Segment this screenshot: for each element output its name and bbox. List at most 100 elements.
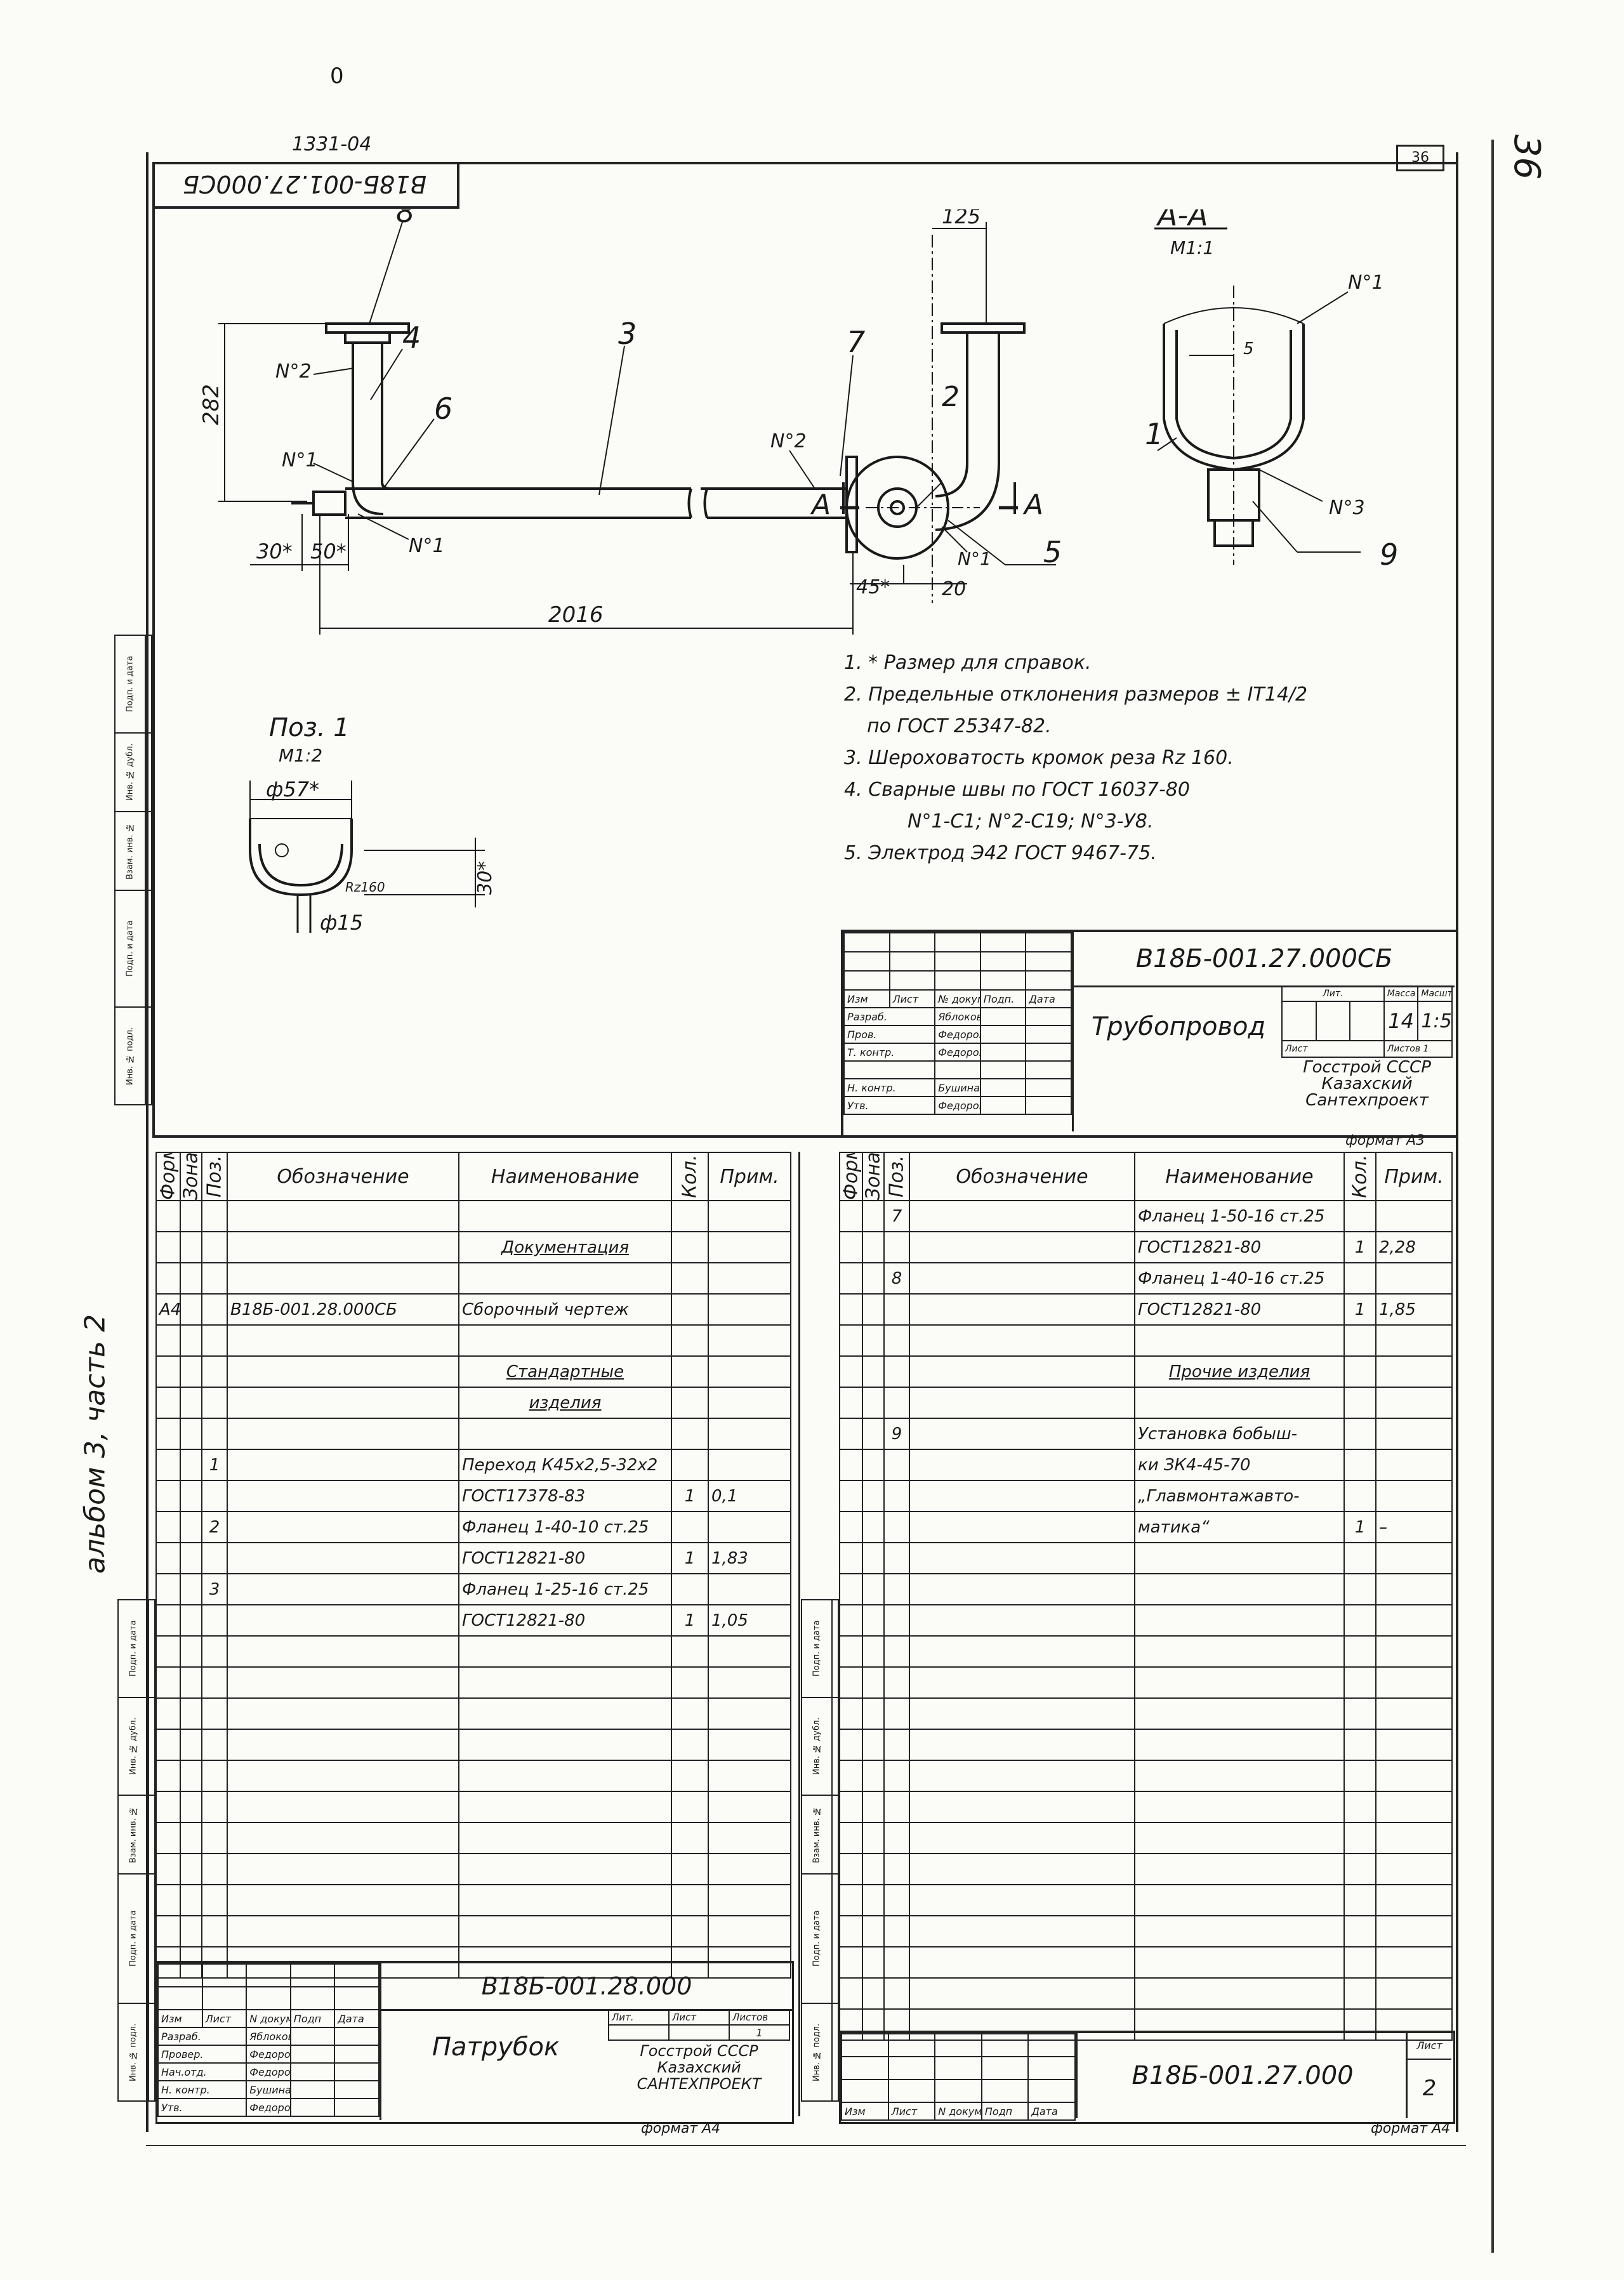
spec-right-cell: Фланец 1-40-16 ст.25 [1134,1262,1345,1295]
spec-left-cell [227,1884,459,1916]
spec-right-cell [883,1697,910,1730]
spec-left-cell [155,1666,181,1699]
tb-col-header: Подп [289,2009,336,2028]
spec-left-header: Зона [180,1152,202,1201]
side-strip-cell [831,1600,838,1697]
spec-left-cell [458,1791,672,1823]
spec-right-cell [909,1697,1135,1730]
spec-left-cell [180,1387,202,1419]
weld-label-2: N°2 [275,360,312,383]
spec-left-cell [708,1822,791,1854]
spec-right-cell [883,1635,910,1668]
side-strip-right: Подп. и дата Инв. № дубл. Взам. инв. № П… [801,1599,839,2102]
tb-person: Яблоков [934,1007,981,1026]
top-mark: 0 [330,63,344,89]
spec-left-row: изделия [155,1387,791,1419]
spec-left-cell: В18Б-001.28.000СБ [227,1293,459,1326]
spec-left-cell [227,1480,459,1512]
spec-left-row [155,1324,791,1357]
leader-3: 3 [618,317,637,351]
spec-left-cell [458,1666,672,1699]
tb-col-header: Изм [843,989,890,1008]
spec-left-row [155,1853,791,1885]
weld-label-1c: N°1 [958,548,991,569]
spec-left-row [155,1666,791,1699]
tb-cell [1027,2033,1076,2057]
side-strip-cell [148,2003,155,2101]
spec-right-cell [1375,1977,1453,2010]
spec-left-cell: ГОСТ12821-80 [458,1542,672,1574]
spec-left-cell [201,1604,228,1637]
spec-left-cell [227,1822,459,1854]
tb-cell [841,2033,889,2057]
tb-cell [1025,932,1072,952]
spec-right-cell [862,1946,885,1979]
spec-left-cell: Фланец 1-40-10 ст.25 [458,1511,672,1543]
tb-cell [888,932,936,952]
spec-table-left: Формат Зона Поз. Обозначение Наименовани… [155,1152,791,1979]
tb-cell [334,2098,380,2117]
spec-left-header: Поз. [202,1152,227,1201]
side-strip-cell: Инв. № подл. [118,2003,149,2101]
spec-right-cell [862,1355,885,1388]
spec-left-cell [708,1884,791,1916]
spec-left-cell [458,1729,672,1761]
tb-lit: Лит. [608,2009,670,2026]
spec-left-cell: ГОСТ12821-80 [458,1604,672,1637]
spec-left-cell [227,1915,459,1947]
dim-30v: 30* [474,861,496,895]
spec-left-cell [671,1884,709,1916]
spec-left-cell [155,1604,181,1637]
spec-left-cell [671,1324,709,1357]
spec-left-cell [708,1511,791,1543]
spec-left-cell [458,1262,672,1295]
spec-left-cell [180,1791,202,1823]
tb-person: Федоров [934,1025,981,1044]
spec-right-cell [909,1604,1135,1637]
spec-right-cell: 1 [1343,1511,1376,1543]
spec-right-cell [1343,1449,1376,1481]
spec-right-cell [883,1573,910,1605]
side-strip-top: Подп. и дата Инв. № дубл. Взам. инв. № П… [114,635,152,1105]
spec-left-cell [227,1729,459,1761]
spec-right-cell [862,1324,885,1357]
spec-right-cell [909,1635,1135,1668]
spec-left-row [155,1822,791,1854]
spec-right-cell [1134,1387,1345,1419]
spec-right-cell [909,1946,1135,1979]
spec-right-cell [1134,1915,1345,1947]
spec-right-cell: 1 [1343,1293,1376,1326]
tb-role: Т. контр. [843,1043,936,1062]
spec-left-header: Прим. [708,1152,791,1201]
spec-left-cell [227,1231,459,1263]
tb-cell [1025,951,1072,972]
drawing-frame [152,162,1458,1138]
spec-left-cell [708,1760,791,1792]
spec-right-cell [862,1822,885,1854]
spec-left-header: Формат [156,1152,180,1201]
tb-cell [157,1986,203,2010]
pos-scale: М1:2 [279,745,322,766]
spec-left-cell [155,1884,181,1916]
spec-left-cell [180,1760,202,1792]
tb-cell [1025,1060,1072,1079]
spec-left-cell [227,1791,459,1823]
spec-left-cell [671,1418,709,1450]
spec-right-cell [1375,1946,1453,1979]
spec-right-cell [883,1355,910,1388]
top-flange [325,322,410,334]
spec-left-header: Наименование [458,1152,672,1201]
spec-left-cell [201,1635,228,1668]
spec-left-cell [180,1604,202,1637]
spec-left-cell [671,1915,709,1947]
tb-right-designation: В18Б-001.27.000 [1076,2033,1408,2118]
spec-right-cell [883,1231,910,1263]
tb-scale-label: Масштаб [1417,985,1453,1002]
spec-left-cell [708,1729,791,1761]
tb-cell [201,1986,248,2010]
spec-left-cell [201,1542,228,1574]
side-strip-cell [145,733,152,812]
spec-right-cell: Установка бобыш- [1134,1418,1345,1450]
